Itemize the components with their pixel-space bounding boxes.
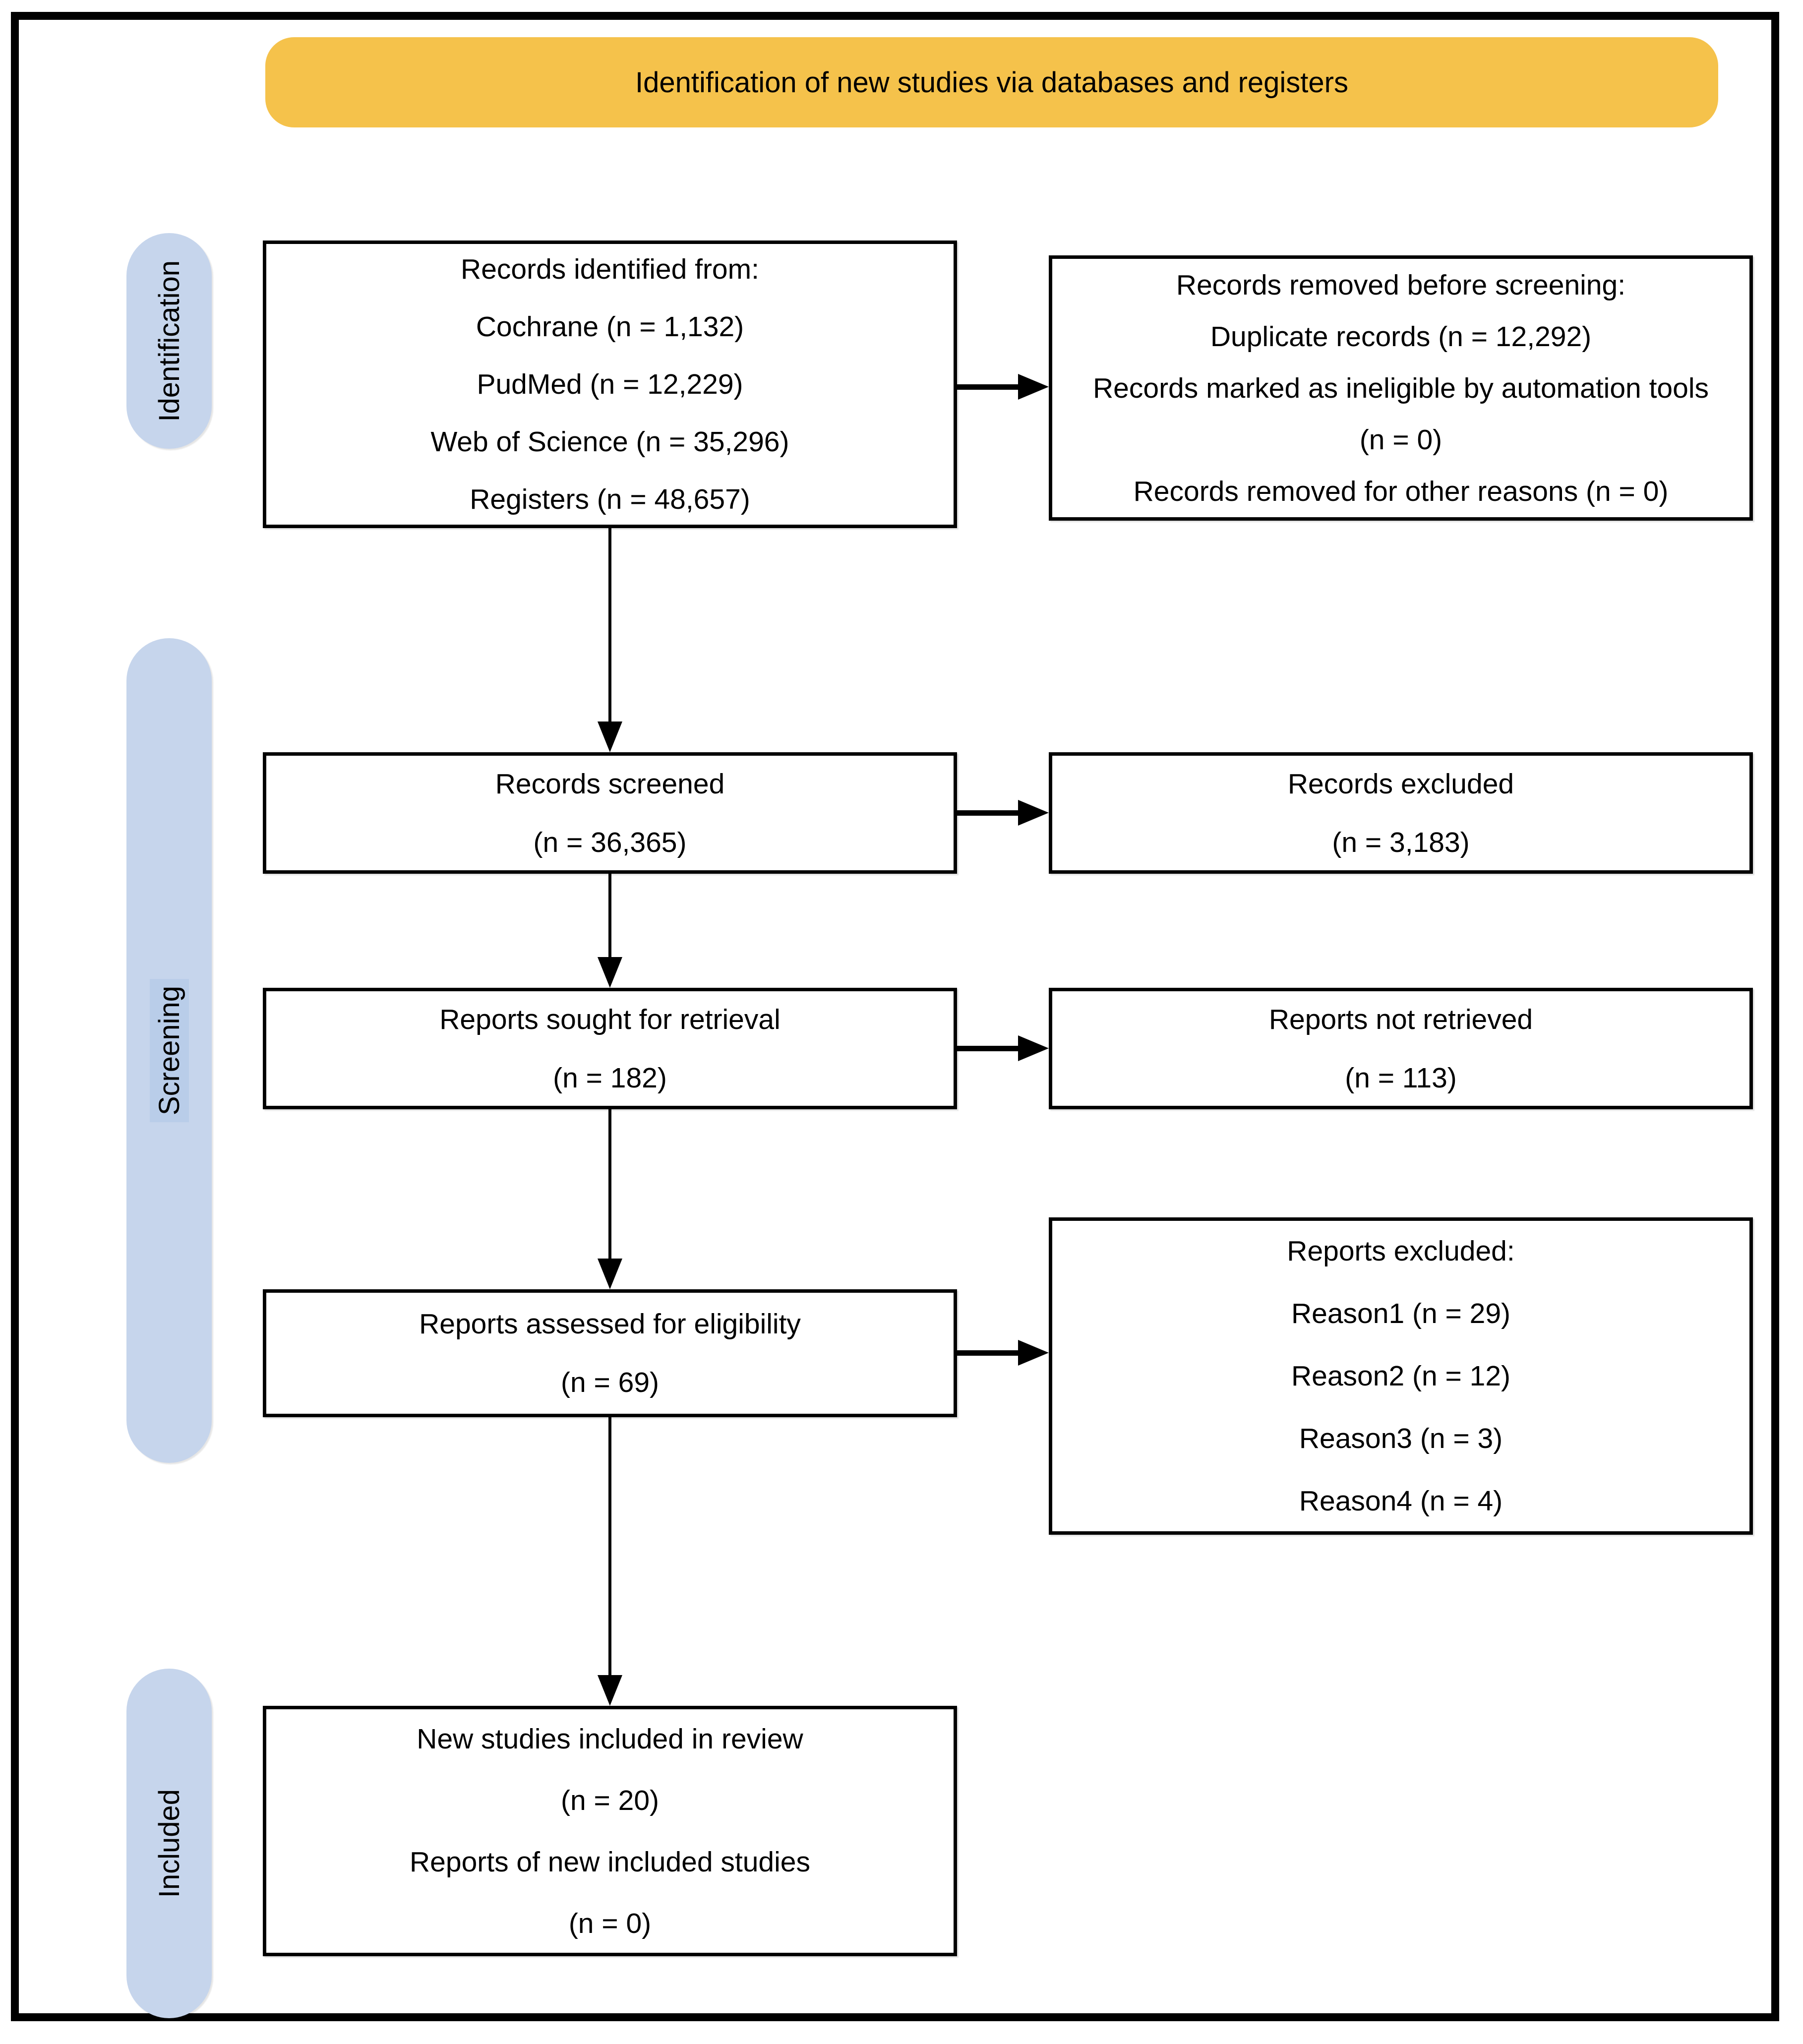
stage-label-screening: Screening xyxy=(126,638,212,1463)
arrow-head-icon xyxy=(1018,374,1049,400)
box-reports-excluded: Reports excluded:Reason1 (n = 29)Reason2… xyxy=(1049,1217,1753,1535)
banner-title: Identification of new studies via databa… xyxy=(265,37,1718,127)
arrow-shaft xyxy=(608,1417,611,1677)
box-reports-assessed: Reports assessed for eligibility(n = 69) xyxy=(263,1289,957,1417)
box-records-excluded: Records excluded(n = 3,183) xyxy=(1049,752,1753,874)
arrow-head-icon xyxy=(598,957,622,988)
arrow-head-icon xyxy=(1018,1340,1049,1366)
stage-label-included: Included xyxy=(126,1669,212,2018)
box-reports-sought: Reports sought for retrieval(n = 182) xyxy=(263,988,957,1109)
banner-title-text: Identification of new studies via databa… xyxy=(635,66,1348,99)
arrow-shaft xyxy=(608,874,611,959)
stage-label-identification: Identification xyxy=(126,233,212,449)
box-reports-not-retrieved: Reports not retrieved(n = 113) xyxy=(1049,988,1753,1109)
box-new-studies-included: New studies included in review(n = 20)Re… xyxy=(263,1706,957,1956)
box-records-removed: Records removed before screening:Duplica… xyxy=(1049,255,1753,521)
box-records-identified: Records identified from:Cochrane (n = 1,… xyxy=(263,240,957,528)
box-records-screened: Records screened(n = 36,365) xyxy=(263,752,957,874)
arrow-head-icon xyxy=(598,1259,622,1289)
stage-label-screening-text: Screening xyxy=(149,978,189,1123)
arrow-head-icon xyxy=(1018,1035,1049,1061)
stage-label-identification-text: Identification xyxy=(153,260,185,422)
arrow-shaft xyxy=(957,1046,1020,1051)
diagram-border-frame xyxy=(11,12,1779,2021)
arrow-shaft xyxy=(957,1350,1020,1356)
arrow-shaft xyxy=(957,810,1020,816)
arrow-head-icon xyxy=(1018,800,1049,826)
arrow-shaft xyxy=(608,1109,611,1261)
arrow-shaft xyxy=(608,528,611,724)
arrow-head-icon xyxy=(598,1675,622,1706)
stage-label-included-text: Included xyxy=(153,1789,185,1898)
arrow-head-icon xyxy=(598,721,622,752)
arrow-shaft xyxy=(957,384,1020,390)
